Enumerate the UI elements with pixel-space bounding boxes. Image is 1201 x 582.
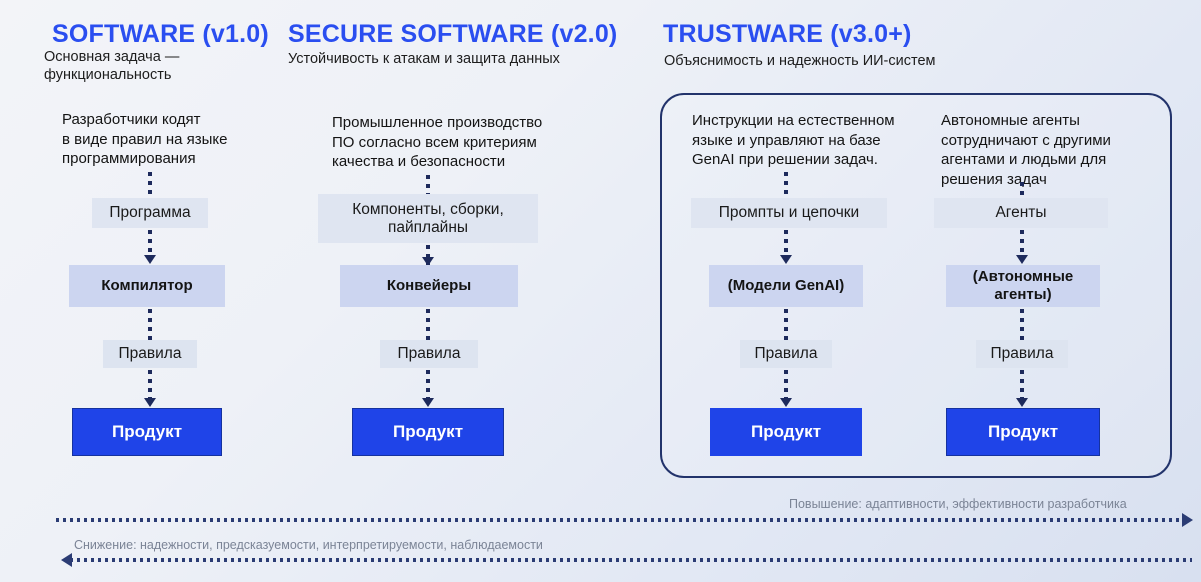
connector-node2-to-rules-c1 (136, 309, 164, 340)
node-avtonomnye-agenty[interactable]: (Автономные агенты) (946, 265, 1100, 307)
node-pravila-c4[interactable]: Правила (976, 340, 1068, 368)
connector-node1-to-node2-c4 (1008, 230, 1036, 264)
column-blurb-agents: Автономные агенты сотрудничают с другими… (941, 112, 1111, 188)
node-produkt-c4[interactable]: Продукт (946, 408, 1100, 456)
connector-node2-to-rules-c3 (772, 309, 800, 340)
connector-blurb-to-node1-c3 (772, 172, 800, 197)
column-subtitle-secure-software: Устойчивость к атакам и защита данных (288, 51, 560, 67)
node-agenty[interactable]: Агенты (934, 198, 1108, 228)
column-title-trustware: TRUSTWARE (v3.0+) (663, 20, 912, 48)
node-komponenty-sborki-paiplainy[interactable]: Компоненты, сборки, пайплайны (318, 194, 538, 243)
connector-blurb-to-node1-c2 (414, 175, 442, 194)
column-title-secure-software: SECURE SOFTWARE (v2.0) (288, 20, 618, 48)
node-konveiery[interactable]: Конвейеры (340, 265, 518, 307)
column-title-software: SOFTWARE (v1.0) (52, 20, 269, 48)
arrow-head-left-icon (61, 553, 72, 567)
node-pravila-c3[interactable]: Правила (740, 340, 832, 368)
node-produkt-c2[interactable]: Продукт (352, 408, 504, 456)
connector-node2-to-rules-c2 (414, 309, 442, 340)
axis-label-decrease: Снижение: надежности, предсказуемости, и… (74, 538, 543, 552)
connector-rules-to-product-c1 (136, 370, 164, 407)
connector-node1-to-node2-c2 (414, 245, 442, 266)
node-programma[interactable]: Программа (92, 198, 208, 228)
node-pravila-c2[interactable]: Правила (380, 340, 478, 368)
axis-decrease (61, 553, 1192, 567)
node-pravila-c1[interactable]: Правила (103, 340, 197, 368)
column-blurb-genai: Инструкции на естественном языке и управ… (692, 112, 895, 168)
node-kompilyator[interactable]: Компилятор (69, 265, 225, 307)
arrow-head-right-icon (1182, 513, 1193, 527)
column-blurb-software: Разработчики кодят в виде правил на язык… (62, 111, 228, 167)
node-modeli-genai[interactable]: (Модели GenAI) (709, 265, 863, 307)
connector-rules-to-product-c4 (1008, 370, 1036, 407)
node-produkt-c1[interactable]: Продукт (72, 408, 222, 456)
column-subtitle-trustware: Объяснимость и надежность ИИ-систем (664, 53, 936, 69)
node-produkt-c3[interactable]: Продукт (710, 408, 862, 456)
connector-blurb-to-node1-c4 (1008, 182, 1036, 198)
column-blurb-secure-software: Промышленное производство ПО согласно вс… (332, 114, 543, 170)
axis-increase (56, 513, 1193, 527)
connector-rules-to-product-c3 (772, 370, 800, 407)
connector-rules-to-product-c2 (414, 370, 442, 407)
connector-node2-to-rules-c4 (1008, 309, 1036, 340)
node-prompty-i-tsepochki[interactable]: Промпты и цепочки (691, 198, 887, 228)
axis-label-increase: Повышение: адаптивности, эффективности р… (789, 497, 1127, 511)
connector-node1-to-node2-c3 (772, 230, 800, 264)
connector-node1-to-node2-c1 (136, 230, 164, 264)
column-subtitle-software: Основная задача — функциональность (44, 49, 180, 83)
connector-blurb-to-node1-c1 (136, 172, 164, 197)
